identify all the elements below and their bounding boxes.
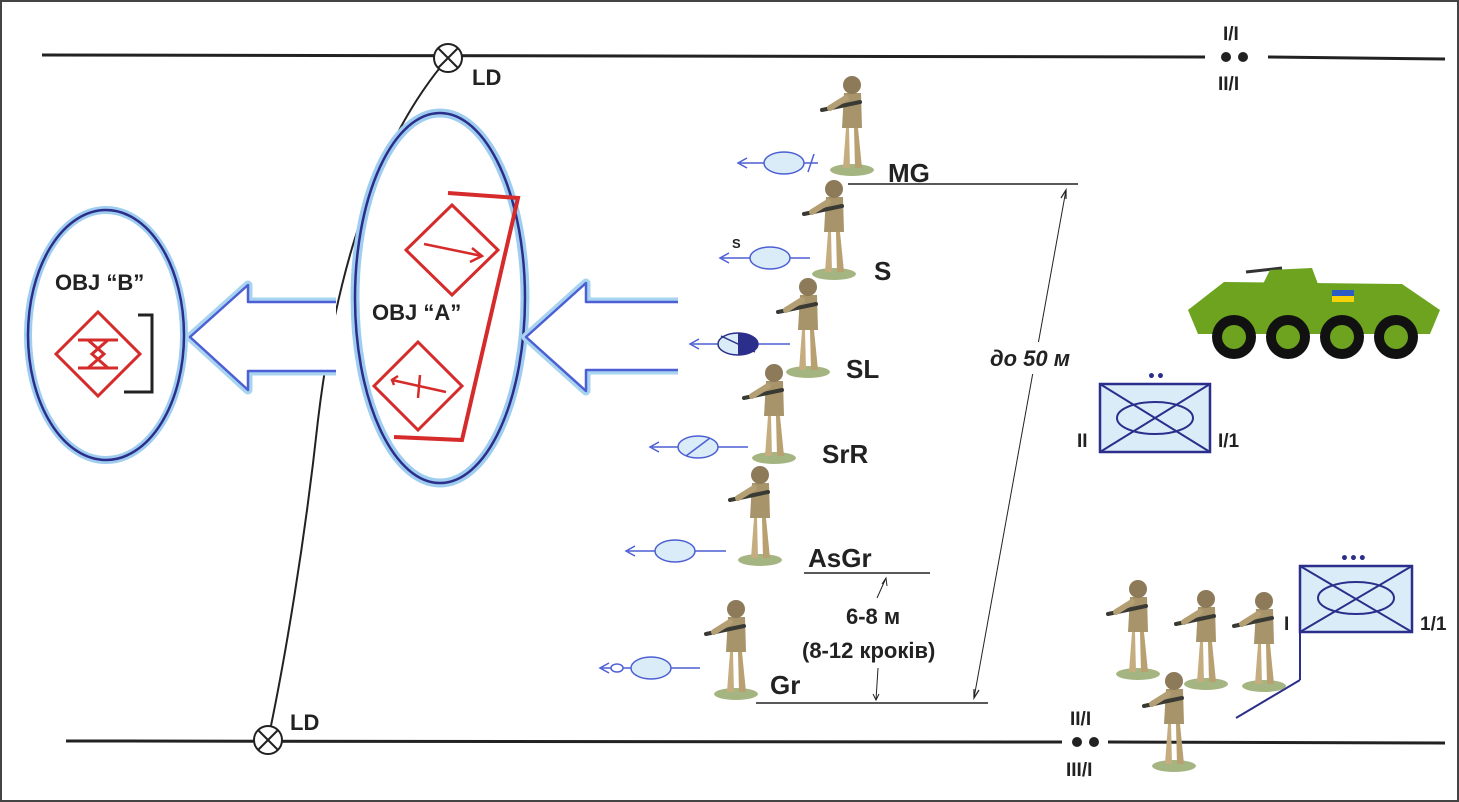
sniper-marker: S [732,236,741,251]
ld-bottom-label: LD [290,710,319,735]
front-width-label-bg [986,342,1094,374]
top-boundary-upper-code: I/I [1223,24,1239,45]
spacing-steps-label: (8-12 кроків) [802,638,935,663]
soldier-group-figure-3 [1234,592,1286,692]
squad-symbol-2-left-label: I [1284,614,1289,635]
spacing-dimension-arrow [872,576,888,702]
soldier-mg-figure [822,76,874,176]
role-label-mg: MG [888,158,930,188]
squad-symbol-1-right-label: I/1 [1218,431,1240,452]
weapon-symbol-sl [688,332,790,356]
enemy-position-b-icon [53,309,143,399]
attack-arrow-to-a [521,278,678,396]
squad-symbol-2-echelon: ••• [1340,551,1367,567]
soldier-group-figure-1 [1108,580,1160,680]
objective-b-bracket [124,313,154,394]
soldier-group-figure-2 [1176,590,1228,690]
bottom-boundary-line [65,737,1446,747]
top-boundary-lower-code: II/I [1218,74,1239,95]
role-label-s: S [874,256,891,286]
objective-b-label: OBJ “B” [55,270,144,295]
objective-a-area [350,108,530,488]
front-width-dimension-arrow [973,187,1067,701]
top-boundary-line [41,52,1446,62]
soldier-sl-figure [778,278,830,378]
soldier-s-figure [804,180,856,280]
bottom-boundary-upper-code: II/I [1070,709,1091,730]
weapon-symbol-mg [736,151,818,175]
role-label-srr: SrR [822,439,868,469]
enemy-position-a-lower-icon [371,339,465,433]
squad-symbol-1 [1098,382,1212,454]
objective-a-boundary-bracket [393,191,521,443]
squad-symbol-2 [1235,564,1414,719]
role-label-asgr: AsGr [808,543,872,573]
squad-symbol-1-echelon: •• [1147,369,1165,385]
role-label-sl: SL [846,354,879,384]
squad-symbol-1-left-label: II [1077,431,1088,452]
front-width-label: до 50 м [990,346,1070,371]
soldier-srr-figure [744,364,796,464]
attack-arrow-to-b [185,280,336,395]
weapon-symbol-s [718,246,810,270]
weapon-symbol-srr [648,435,748,459]
weapon-symbol-asgr [624,539,726,563]
enemy-position-a-upper-icon [403,202,501,298]
ld-bottom-marker-icon [253,725,283,755]
bottom-boundary-lower-code: III/I [1066,760,1092,781]
role-label-gr: Gr [770,670,800,700]
objective-b-area [24,206,188,464]
ld-top-marker-icon [433,43,463,73]
ld-top-label: LD [472,65,501,90]
squad-symbol-2-right-label: 1/1 [1420,614,1447,635]
weapon-symbol-gr [598,656,700,680]
soldier-asgr-figure [730,466,782,566]
apc-icon [1188,266,1440,359]
soldier-gr-figure [706,600,758,700]
spacing-distance-label: 6-8 м [846,604,900,629]
objective-a-label: OBJ “A” [372,300,461,325]
